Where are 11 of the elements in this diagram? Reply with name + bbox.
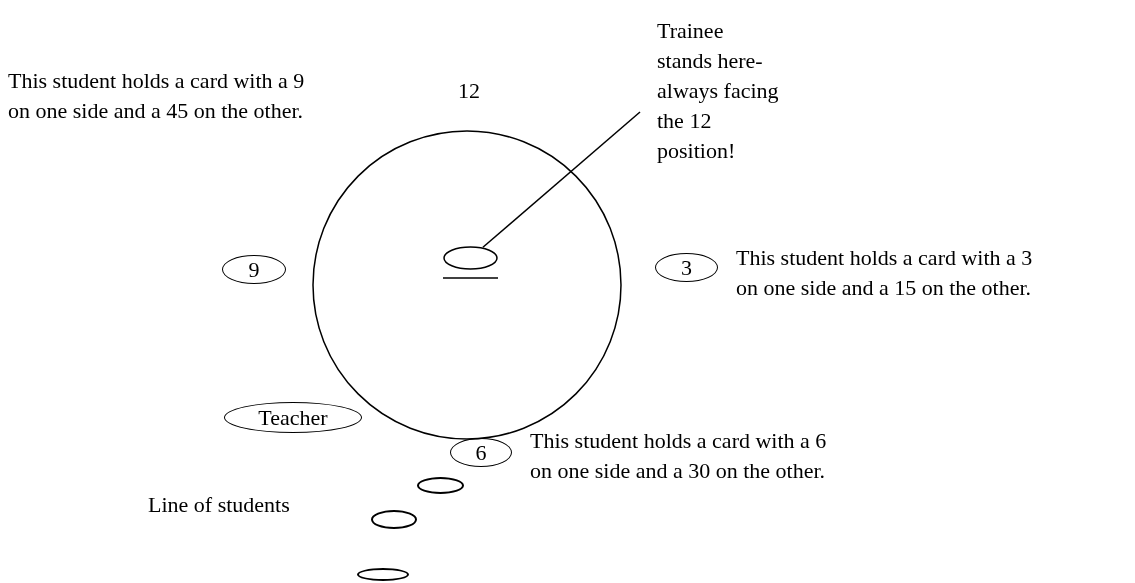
- trainee-position-marker: [443, 246, 498, 280]
- card-note: This student holds a card with a 3 on one side and a 15 on the other.: [736, 244, 1034, 302]
- student-oval: [371, 510, 417, 529]
- text-label: Line of students: [148, 491, 291, 519]
- student-oval: [357, 568, 409, 581]
- student-oval: [417, 477, 464, 494]
- trainee-note: Trainee stands here- always facing the 12 position!: [640, 16, 782, 166]
- leader-line: [482, 111, 641, 249]
- text-label: This student holds a card with a 6 on one side and a 30 on the other.: [530, 427, 828, 485]
- text-label: 12: [458, 77, 481, 105]
- text-label: This student holds a card with a 9 on one side and a 45 on the other.: [8, 67, 306, 125]
